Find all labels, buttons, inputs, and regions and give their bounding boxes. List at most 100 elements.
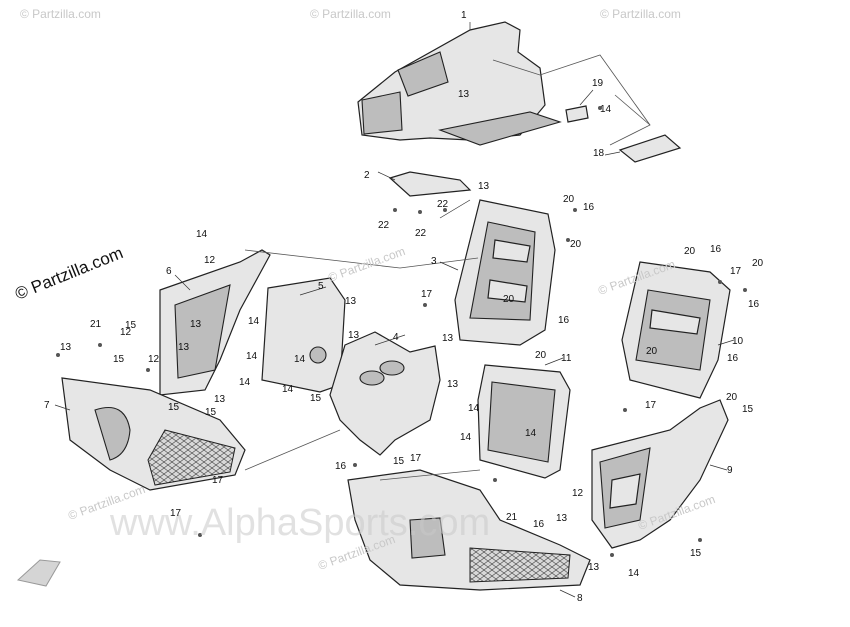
callout-13-e: 13 [178,342,190,353]
callout-20-a: 20 [563,194,575,205]
callout-20-b: 20 [570,239,582,250]
callout-13-j: 13 [214,394,226,405]
callout-4: 4 [393,332,399,343]
callout-13-h: 13 [442,333,454,344]
callout-16-e: 16 [727,353,739,364]
callout-7: 7 [44,400,50,411]
callout-15-c: 15 [168,402,180,413]
callout-labels: 1 2 3 4 5 6 7 8 9 10 11 12 12 12 12 13 1… [44,10,764,604]
callout-5: 5 [318,281,324,292]
part-6-left-side-panel [159,249,271,396]
callout-18: 18 [593,148,605,159]
callout-14-k: 14 [628,568,640,579]
callout-14-j: 14 [525,428,537,439]
callout-9: 9 [727,465,733,476]
callout-17-b: 17 [730,266,742,277]
callout-13-g: 13 [348,330,360,341]
part-9-right-side-panel [591,399,729,549]
callout-14-e: 14 [239,377,251,388]
part-3-seat-back [454,199,556,346]
callout-17-e: 17 [212,475,224,486]
leader-lines [54,89,735,598]
callout-14-h: 14 [468,403,480,414]
callout-3: 3 [431,256,437,267]
group-line-top [492,54,651,146]
callout-15-f: 15 [393,456,405,467]
callout-20-h: 20 [726,392,738,403]
callout-15-a: 15 [125,320,137,331]
callout-22-a: 22 [378,220,390,231]
callout-20-e: 20 [684,246,696,257]
callout-20-f: 20 [752,258,764,269]
callout-13-f: 13 [345,296,357,307]
callout-19: 19 [592,78,604,89]
part-5-center-panel [261,277,346,393]
callout-14-f: 14 [282,384,294,395]
callout-12-b: 12 [120,327,132,338]
callout-13-d: 13 [190,319,202,330]
callout-12-d: 12 [572,488,584,499]
callout-15-d: 15 [205,407,217,418]
callout-13-i: 13 [447,379,459,390]
callout-20-d: 20 [535,350,547,361]
part-2-bracket [388,171,472,197]
watermark-top-center: © Partzilla.com [310,7,391,21]
part-18-label-sheet [618,134,682,163]
callout-6: 6 [166,266,172,277]
callout-22-b: 22 [415,228,427,239]
callout-13-l: 13 [588,562,600,573]
callout-16-c: 16 [710,244,722,255]
callout-11: 11 [561,353,572,364]
callout-10: 10 [732,336,744,347]
callout-16-g: 16 [533,519,545,530]
callout-17-c: 17 [645,400,657,411]
part-10-seat-back-right [621,261,731,399]
arrow-logo-icon [16,559,61,587]
callout-17-a: 17 [421,289,433,300]
callout-8: 8 [577,593,583,604]
callout-14-b: 14 [196,229,208,240]
callout-12-c: 12 [148,354,160,365]
part-11-right-inner-panel [477,364,571,479]
watermark-partzilla-main: © Partzilla.com [12,243,125,304]
callout-22-c: 22 [437,199,449,210]
part-4-center-console [329,331,441,456]
callout-13-b: 13 [478,181,490,192]
callout-12-a: 12 [204,255,216,266]
callout-16-d: 16 [748,299,760,310]
callout-16-a: 16 [583,202,595,213]
group-line-mid [244,249,479,269]
callout-21-a: 21 [90,319,102,330]
part-1-rear-fender [357,21,562,146]
fasteners [56,106,747,557]
callout-1: 1 [461,10,467,21]
callout-17-d: 17 [410,453,422,464]
callout-2: 2 [364,170,370,181]
callout-15-e: 15 [310,393,322,404]
group-line-right-floor [379,469,481,481]
callout-16-b: 16 [558,315,570,326]
callout-21-b: 21 [506,512,518,523]
watermark-top-left: © Partzilla.com [20,7,101,21]
watermark-mid-center: © Partzilla.com [326,244,407,285]
group-line-18 [614,94,651,126]
part-8-right-floor [347,469,591,591]
callout-14-i: 14 [460,432,472,443]
callout-14-a: 14 [600,104,612,115]
group-line-left-floor [244,429,341,471]
watermark-top-right: © Partzilla.com [600,7,681,21]
watermark-alphasports: www.AlphaSports.com [109,502,490,544]
part-7-left-floor [61,377,246,491]
callout-20-c: 20 [503,294,515,305]
callout-15-h: 15 [690,548,702,559]
callout-16-f: 16 [335,461,347,472]
callout-14-g: 14 [294,354,306,365]
part-19-plate [565,105,589,123]
callout-14-c: 14 [248,316,260,327]
callout-15-g: 15 [742,404,754,415]
callout-13-a: 13 [458,89,470,100]
callout-20-g: 20 [646,346,658,357]
callout-15-b: 15 [113,354,125,365]
